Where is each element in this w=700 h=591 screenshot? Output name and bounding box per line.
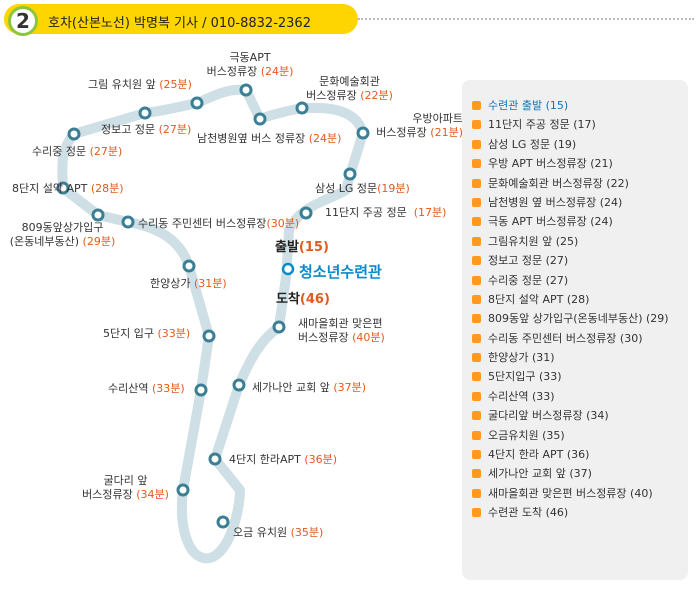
bullet-icon bbox=[472, 469, 481, 479]
center-label: 청소년수련관 bbox=[299, 263, 382, 281]
stop-marker-grim bbox=[190, 96, 204, 110]
stop-list-item: 그림유치원 앞 (25) bbox=[472, 232, 669, 251]
stop-list-item: 굴다리앞 버스정류장 (34) bbox=[472, 406, 669, 425]
stop-list-item: 수련관 출발 (15) bbox=[472, 96, 669, 115]
bullet-icon bbox=[472, 275, 481, 285]
stop-list-item: 809동앞 상가입구(온동네부동산) (29) bbox=[472, 309, 669, 328]
stop-marker-11danji bbox=[299, 206, 313, 220]
route-number-badge: 2 bbox=[8, 6, 38, 36]
stop-marker-hanyang bbox=[182, 259, 196, 273]
bullet-icon bbox=[472, 101, 481, 110]
bullet-icon bbox=[472, 217, 481, 227]
stop-list-item: 극동 APT 버스정류장 (24) bbox=[472, 212, 669, 231]
stop-list-item: 8단지 설악 APT (28) bbox=[472, 290, 669, 309]
stop-marker-809 bbox=[91, 208, 105, 222]
stop-marker-ogeum bbox=[216, 515, 230, 529]
stop-list-item: 정보고 정문 (27) bbox=[472, 251, 669, 270]
stop-label: 11단지 주공 정문 (17분) bbox=[325, 206, 447, 219]
bullet-icon bbox=[472, 197, 481, 207]
stop-label: 한양상가 (31분) bbox=[150, 277, 227, 290]
bullet-icon bbox=[472, 314, 481, 324]
stop-list-item: 우방 APT 버스정류장 (21) bbox=[472, 154, 669, 173]
stop-list-item: 11단지 주공 정문 (17) bbox=[472, 115, 669, 134]
route-line bbox=[57, 84, 368, 564]
bullet-icon bbox=[472, 372, 481, 382]
bullet-icon bbox=[472, 488, 481, 498]
depart-label: 출발(15) bbox=[275, 240, 329, 255]
stop-list-item: 삼성 LG 정문 (19) bbox=[472, 135, 669, 154]
stop-list-item: 4단지 한라 APT (36) bbox=[472, 445, 669, 464]
bullet-icon bbox=[472, 333, 481, 343]
stop-list-item: 남천병원 옆 버스정류장 (24) bbox=[472, 193, 669, 212]
stop-list-item: 세가나안 교회 앞 (37) bbox=[472, 464, 669, 483]
stop-list-item: 새마을회관 맞은편 버스정류장 (40) bbox=[472, 484, 669, 503]
stop-list-panel: 수련관 출발 (15) 11단지 주공 정문 (17) 삼성 LG 정문 (19… bbox=[462, 80, 688, 580]
stop-label: 수리중 정문 (27분) bbox=[32, 145, 123, 158]
stop-list-item: 오금유치원 (35) bbox=[472, 426, 669, 445]
stop-marker-5danji bbox=[202, 329, 216, 343]
route-title: 호차(산본노선) 박명복 기사 / 010-8832-2362 bbox=[48, 16, 311, 31]
stop-label: 5단지 입구 (33분) bbox=[103, 327, 191, 340]
stop-marker-4danji bbox=[208, 452, 222, 466]
route-header: 2 호차(산본노선) 박명복 기사 / 010-8832-2362 bbox=[4, 4, 358, 36]
stop-marker-suri-center bbox=[121, 215, 135, 229]
bullet-icon bbox=[472, 256, 481, 266]
bullet-icon bbox=[472, 411, 481, 421]
stop-list-item: 문화예술회관 버스정류장 (22) bbox=[472, 174, 669, 193]
stop-marker-segaanan bbox=[232, 378, 246, 392]
stop-marker-munhwa bbox=[295, 101, 309, 115]
bullet-icon bbox=[472, 450, 481, 460]
stop-list-item: 수리중 정문 (27) bbox=[472, 271, 669, 290]
stop-list-item: 5단지입구 (33) bbox=[472, 367, 669, 386]
stop-marker-namcheon bbox=[253, 112, 267, 126]
bullet-icon bbox=[472, 178, 481, 188]
stop-label: 809동앞상가입구(온동네부동산) (29분) bbox=[9, 221, 116, 248]
stop-marker-samsung-lg bbox=[343, 167, 357, 181]
bullet-icon bbox=[472, 159, 481, 169]
stop-marker-guldari bbox=[176, 483, 190, 497]
stop-label: 8단지 설악 APT (28분) bbox=[12, 182, 124, 195]
stop-list-item: 한양상가 (31) bbox=[472, 348, 669, 367]
stop-label: 수리동 주민센터 버스정류장(30분) bbox=[138, 217, 300, 230]
stop-list-item: 수련관 도착 (46) bbox=[472, 503, 669, 522]
stop-label: 정보고 정문 (27분) bbox=[101, 123, 192, 136]
stop-label: 삼성 LG 정문(19분) bbox=[315, 182, 410, 195]
center-marker bbox=[281, 262, 295, 276]
stop-label: 남천병원옆 버스 정류장 (24분) bbox=[197, 132, 342, 145]
stop-marker-jeongbogo bbox=[138, 106, 152, 120]
stop-list: 수련관 출발 (15) 11단지 주공 정문 (17) 삼성 LG 정문 (19… bbox=[472, 96, 669, 523]
bullet-icon bbox=[472, 236, 481, 246]
stop-label: 4단지 한라APT (36분) bbox=[229, 453, 338, 466]
stop-marker-ubang bbox=[356, 126, 370, 140]
stop-label: 오금 유치원 (35분) bbox=[233, 526, 324, 539]
stop-marker-surisan bbox=[194, 383, 208, 397]
bullet-icon bbox=[472, 391, 481, 401]
stop-marker-saemaeul bbox=[272, 320, 286, 334]
bullet-icon bbox=[472, 294, 481, 304]
stop-label: 수리산역 (33분) bbox=[108, 382, 185, 395]
bullet-icon bbox=[472, 353, 481, 363]
bullet-icon bbox=[472, 430, 481, 440]
stop-label: 세가나안 교회 앞 (37분) bbox=[252, 381, 367, 394]
stop-marker-8danji bbox=[56, 181, 70, 195]
arrive-label: 도착(46) bbox=[276, 292, 330, 307]
bullet-icon bbox=[472, 120, 481, 130]
stop-label: 그림 유치원 앞 (25분) bbox=[88, 78, 192, 91]
header-divider bbox=[358, 18, 694, 20]
stop-list-item: 수리동 주민센터 버스정류장 (30) bbox=[472, 329, 669, 348]
stop-marker-surijung bbox=[67, 127, 81, 141]
bullet-icon bbox=[472, 508, 481, 518]
stop-list-item: 수리산역 (33) bbox=[472, 387, 669, 406]
stop-marker-geukdong bbox=[239, 83, 253, 97]
bullet-icon bbox=[472, 139, 481, 149]
